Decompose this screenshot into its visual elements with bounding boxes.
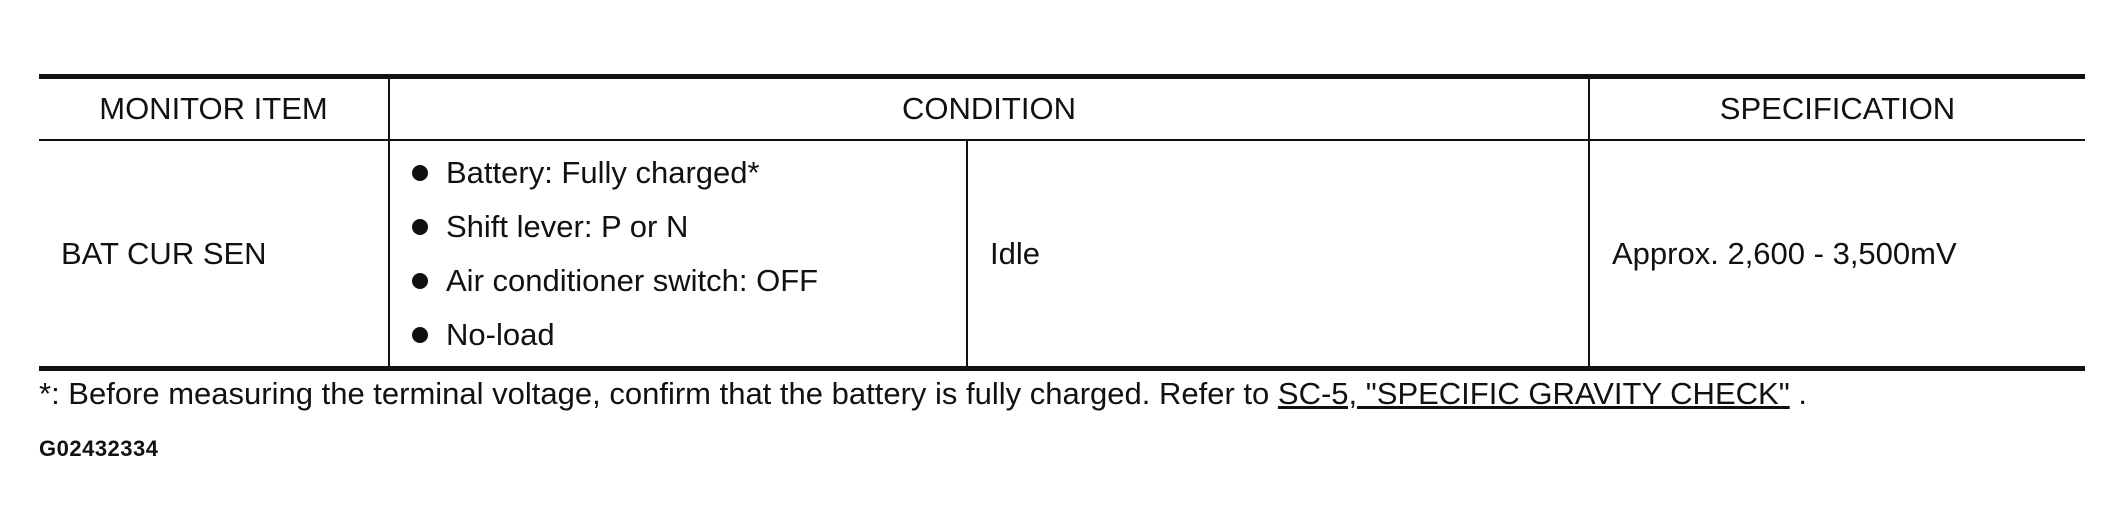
state-cell: Idle xyxy=(966,140,1590,371)
condition-item: No-load xyxy=(412,308,966,362)
bullet-icon xyxy=(412,164,428,181)
header-specification: SPECIFICATION xyxy=(1588,74,2085,141)
condition-item: Battery: Fully charged* xyxy=(412,146,966,200)
header-condition: CONDITION xyxy=(388,74,1590,141)
condition-list-cell: Battery: Fully charged* Shift lever: P o… xyxy=(388,140,968,371)
bullet-icon xyxy=(412,218,428,235)
condition-text: Battery: Fully charged* xyxy=(446,154,760,190)
specification-table: MONITOR ITEM CONDITION SPECIFICATION BAT… xyxy=(39,74,2085,371)
condition-text: Air conditioner switch: OFF xyxy=(446,262,819,298)
condition-list: Battery: Fully charged* Shift lever: P o… xyxy=(412,146,966,362)
reference-link[interactable]: SC-5, "SPECIFIC GRAVITY CHECK" xyxy=(1277,376,1790,411)
condition-item: Air conditioner switch: OFF xyxy=(412,254,966,308)
table-header-row: MONITOR ITEM CONDITION SPECIFICATION xyxy=(39,74,2085,141)
header-monitor-item: MONITOR ITEM xyxy=(39,74,390,141)
monitor-item-cell: BAT CUR SEN xyxy=(39,140,390,371)
condition-item: Shift lever: P or N xyxy=(412,200,966,254)
footnote-end: . xyxy=(1798,376,1807,411)
condition-text: No-load xyxy=(446,316,555,352)
bullet-icon xyxy=(412,326,428,343)
table-row: BAT CUR SEN Battery: Fully charged* Shif… xyxy=(39,140,2085,371)
condition-text: Shift lever: P or N xyxy=(446,208,689,244)
specification-cell: Approx. 2,600 - 3,500mV xyxy=(1588,140,2085,371)
footnote-text: *: Before measuring the terminal voltage… xyxy=(39,376,1270,411)
bullet-icon xyxy=(412,272,428,289)
figure-id: G02432334 xyxy=(39,436,159,461)
footnote: *: Before measuring the terminal voltage… xyxy=(39,376,1807,412)
